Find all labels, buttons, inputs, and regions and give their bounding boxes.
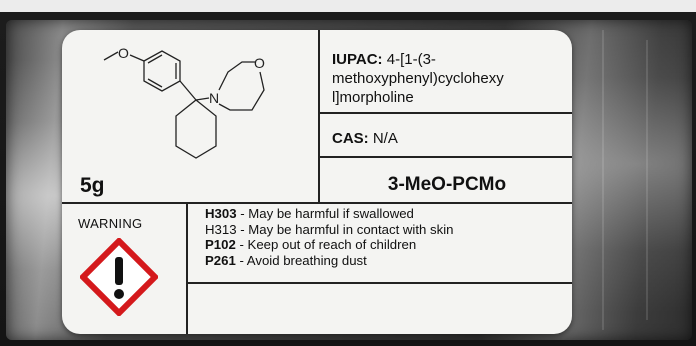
iupac-prefix: IUPAC:: [332, 51, 383, 68]
iupac-line2: methoxyphenyl)cyclohexy: [332, 70, 504, 87]
iupac-name: IUPAC: 4-[1-(3- methoxyphenyl)cyclohexy …: [332, 50, 560, 107]
hazard-statement: H313 - May be harmful in contact with sk…: [205, 222, 453, 238]
atom-o-ring: O: [254, 55, 265, 71]
cyclohexane-ring: [175, 99, 217, 159]
cas-prefix: CAS:: [332, 130, 369, 147]
hazard-statement: H303 - May be harmful if swallowed: [205, 206, 453, 222]
hazard-code: H303: [205, 206, 237, 221]
cas-value: N/A: [372, 130, 398, 147]
atom-o-ether: O: [118, 45, 129, 61]
warning-label: WARNING: [78, 216, 143, 231]
cas-number: CAS: N/A: [332, 130, 398, 147]
hazard-statement: P102 - Keep out of reach of children: [205, 237, 453, 253]
divider: [318, 30, 320, 204]
hazard-statement: P261 - Avoid breathing dust: [205, 253, 453, 269]
molecule-structure: O O N: [103, 45, 265, 159]
bag-crease: [602, 30, 604, 330]
hazard-code: H313: [205, 221, 237, 237]
divider: [318, 156, 572, 158]
hazard-text: - May be harmful in contact with skin: [236, 221, 454, 237]
atom-n: N: [209, 90, 219, 106]
compound-name: 3-MeO-PCMo: [387, 174, 507, 195]
iupac-line1: 4-[1-(3-: [386, 51, 436, 68]
hazard-code: P102: [205, 237, 236, 252]
hazard-text: - Avoid breathing dust: [235, 252, 367, 268]
mass-label: 5g: [80, 174, 105, 197]
hazard-text: - Keep out of reach of children: [235, 237, 417, 252]
hazard-text: - May be harmful if swallowed: [236, 206, 414, 221]
divider: [186, 202, 188, 334]
divider: [318, 112, 572, 114]
exclamation-mark-icon: [80, 238, 158, 316]
benzene-ring: [143, 50, 181, 92]
iupac-line3: l]morpholine: [332, 89, 414, 106]
hazard-code: P261: [205, 252, 236, 268]
divider: [62, 202, 572, 204]
divider: [186, 282, 572, 284]
product-label: O O N IUPAC: 4-[1-(3- methoxyphenyl)cycl…: [62, 30, 572, 334]
bag-crease: [646, 40, 648, 320]
